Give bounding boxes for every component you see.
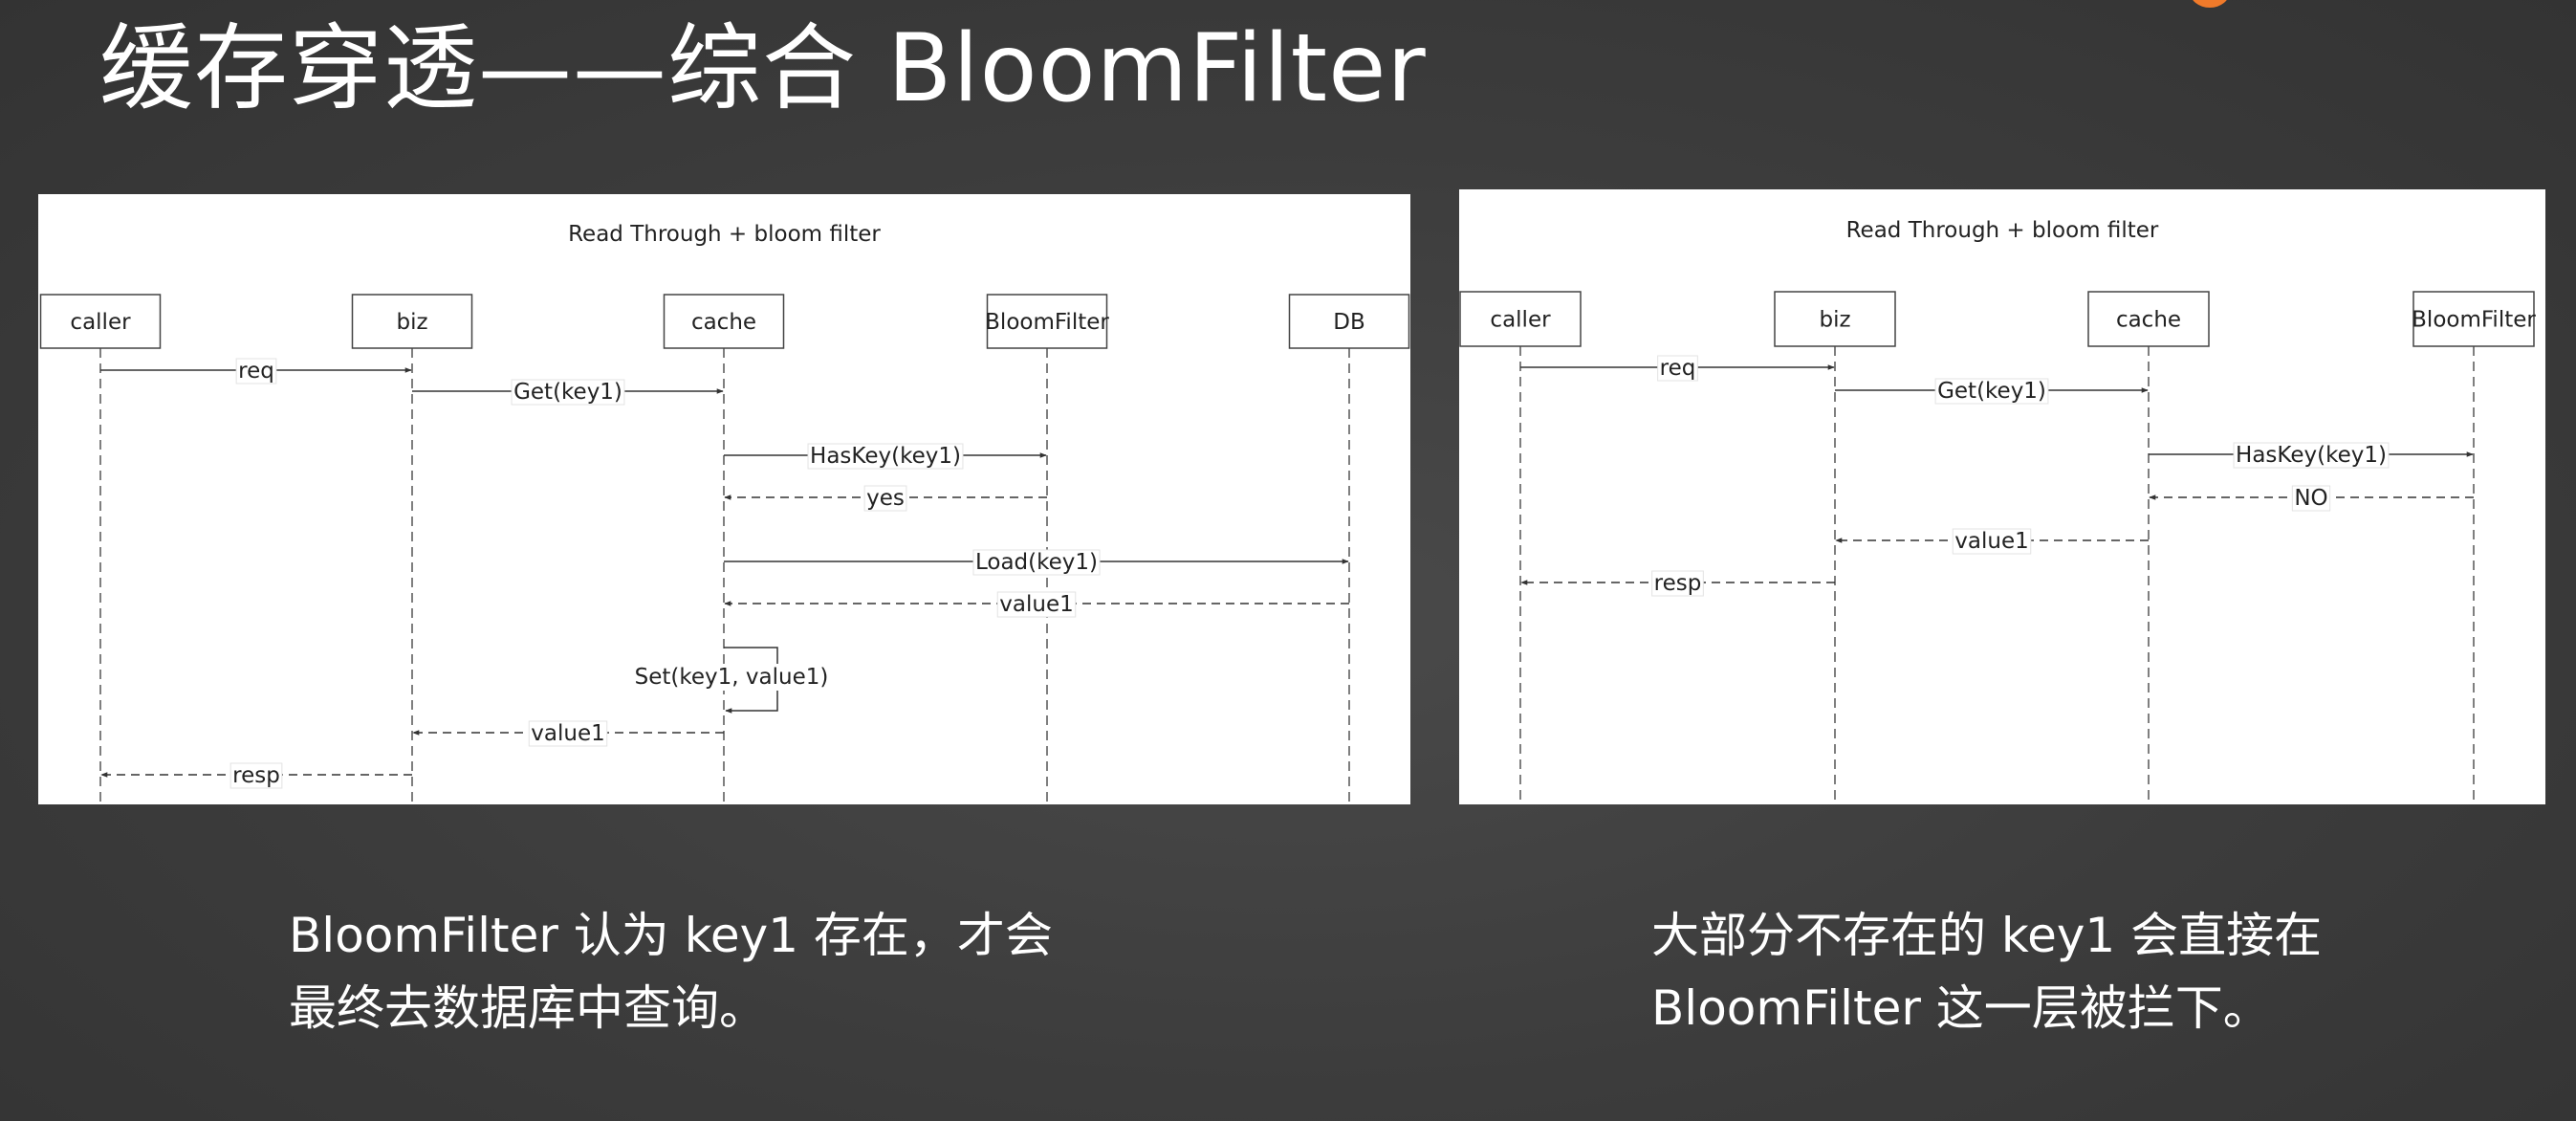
diagram-right-message-label-5: value1: [1954, 529, 2028, 554]
diagram-left-message-2: Get(key1): [412, 379, 724, 406]
diagram-left-message-label-5: Load(key1): [975, 550, 1098, 575]
diagram-left-participant-label-db: DB: [1333, 310, 1365, 335]
diagram-left-participant-box-biz: [351, 294, 473, 349]
caption-right-line-1: 大部分不存在的 key1 会直接在: [1651, 908, 2323, 963]
caption-left-line-1: BloomFilter 认为 key1 存在，才会: [289, 908, 1053, 963]
sequence-diagram-left-canvas: Read Through + bloom filter caller biz cach…: [39, 222, 1410, 804]
diagram-right-participant-label-cache: cache: [2116, 308, 2181, 333]
diagram-left-message-label-6: value1: [999, 592, 1073, 617]
diagram-left-message-9: resp: [100, 762, 412, 789]
diagram-right-participant-bloomfilter: BloomFilter: [2412, 291, 2536, 804]
diagram-right-message-label-4: NO: [2294, 486, 2327, 511]
diagram-left-message-label-bg-9: [229, 762, 283, 789]
diagram-left-message-label-bg-6: [996, 591, 1077, 618]
diagram-left-message-label-bg-4: [863, 485, 907, 512]
diagram-left-participant-db: DB: [1288, 294, 1410, 804]
diagram-left-message-7: Set(key1, value1): [631, 647, 832, 714]
diagram-left-message-8: value1: [412, 720, 724, 747]
diagram-left-title: Read Through + bloom filter: [568, 222, 881, 247]
diagram-right-message-label-3: HasKey(key1): [2236, 443, 2387, 468]
diagram-right-participant-caller: caller: [1459, 291, 1582, 804]
diagram-left-message-label-1: req: [238, 359, 274, 384]
accent-logo-mark: [2190, 0, 2230, 8]
diagram-left-participant-box-bloomfilter: [986, 294, 1108, 349]
diagram-right-message-2: Get(key1): [1835, 378, 2149, 405]
diagram-left-participant-box-caller: [39, 294, 162, 349]
slide-title: 缓存穿透——综合 BloomFilter: [99, 14, 1427, 123]
diagram-left-message-5: Load(key1): [724, 549, 1349, 576]
diagram-left-participant-cache: cache: [663, 294, 785, 804]
diagram-right-message-label-bg-2: [1934, 378, 2049, 405]
caption-left-line-2: 最终去数据库中查询。: [289, 980, 767, 1036]
caption-right-line-2: BloomFilter 这一层被拦下。: [1651, 980, 2271, 1036]
diagram-right-message-label-bg-1: [1657, 355, 1698, 382]
diagram-left-message-1: req: [100, 358, 412, 385]
diagram-right-participant-box-cache: [2087, 291, 2210, 347]
diagram-right-title: Read Through + bloom filter: [1846, 218, 2159, 243]
diagram-left-participant-label-cache: cache: [691, 310, 756, 335]
diagram-left-participant-caller: caller: [39, 294, 162, 804]
diagram-right-participant-box-caller: [1459, 291, 1582, 347]
diagram-right-participant-box-biz: [1774, 291, 1896, 347]
diagram-left-message-6: value1: [724, 591, 1349, 618]
diagram-left-participant-label-bloomfilter: BloomFilter: [985, 310, 1109, 335]
diagram-left-participant-box-db: [1288, 294, 1410, 349]
diagram-left-message-label-4: yes: [866, 486, 905, 511]
diagram-right-participant-label-biz: biz: [1819, 308, 1850, 333]
diagram-right-message-3: HasKey(key1): [2149, 442, 2474, 469]
diagram-right-message-label-bg-3: [2233, 442, 2390, 469]
diagram-left-message-4: yes: [724, 485, 1047, 512]
diagram-right-participant-label-caller: caller: [1490, 308, 1551, 333]
diagram-right-participant-box-bloomfilter: [2412, 291, 2535, 347]
diagram-right-message-label-bg-4: [2291, 485, 2331, 512]
diagram-left-participant-box-cache: [663, 294, 785, 349]
diagram-right-participant-biz: biz: [1774, 291, 1896, 804]
diagram-left-message-label-bg-7: [631, 664, 832, 691]
caption-right: 大部分不存在的 key1 会直接在 BloomFilter 这一层被拦下。: [1651, 899, 2322, 1044]
diagram-left-message-label-2: Get(key1): [513, 380, 622, 405]
diagram-right-message-1: req: [1520, 355, 1835, 382]
diagram-right-message-label-1: req: [1660, 356, 1696, 381]
diagram-left-message-3: HasKey(key1): [724, 443, 1047, 470]
diagram-left-message-label-3: HasKey(key1): [810, 444, 961, 469]
diagram-right-message-6: resp: [1520, 570, 1835, 597]
diagram-right-message-4: NO: [2149, 485, 2474, 512]
diagram-left-message-label-bg-1: [235, 358, 277, 385]
diagram-left-message-label-7: Set(key1, value1): [635, 665, 829, 690]
diagram-left-message-label-8: value1: [531, 721, 604, 746]
diagram-left-participant-label-caller: caller: [70, 310, 131, 335]
diagram-left-message-label-bg-3: [807, 443, 964, 470]
diagram-right-message-5: value1: [1835, 528, 2149, 555]
diagram-left-message-label-9: resp: [232, 763, 280, 788]
diagram-left-message-label-bg-5: [972, 549, 1101, 576]
diagram-left-message-label-bg-8: [528, 720, 608, 747]
diagram-right-message-label-bg-5: [1952, 528, 2032, 555]
diagram-right-message-label-2: Get(key1): [1937, 379, 2046, 404]
diagram-left-participant-bloomfilter: BloomFilter: [985, 294, 1109, 804]
caption-left: BloomFilter 认为 key1 存在，才会 最终去数据库中查询。: [289, 899, 1053, 1044]
diagram-right-message-label-bg-6: [1651, 570, 1704, 597]
diagram-left-participant-label-biz: biz: [396, 310, 427, 335]
diagram-right-participant-cache: cache: [2087, 291, 2210, 804]
diagram-left-participant-biz: biz: [351, 294, 473, 804]
diagram-right-message-label-6: resp: [1654, 571, 1702, 596]
sequence-diagram-left: Read Through + bloom filter caller biz cach…: [38, 194, 1410, 804]
diagram-right-participant-label-bloomfilter: BloomFilter: [2412, 308, 2536, 333]
sequence-diagram-right: Read Through + bloom filter caller biz cach…: [1459, 189, 2545, 804]
sequence-diagram-right-canvas: Read Through + bloom filter caller biz cach…: [1459, 218, 2536, 804]
diagram-left-message-label-bg-2: [511, 379, 625, 406]
